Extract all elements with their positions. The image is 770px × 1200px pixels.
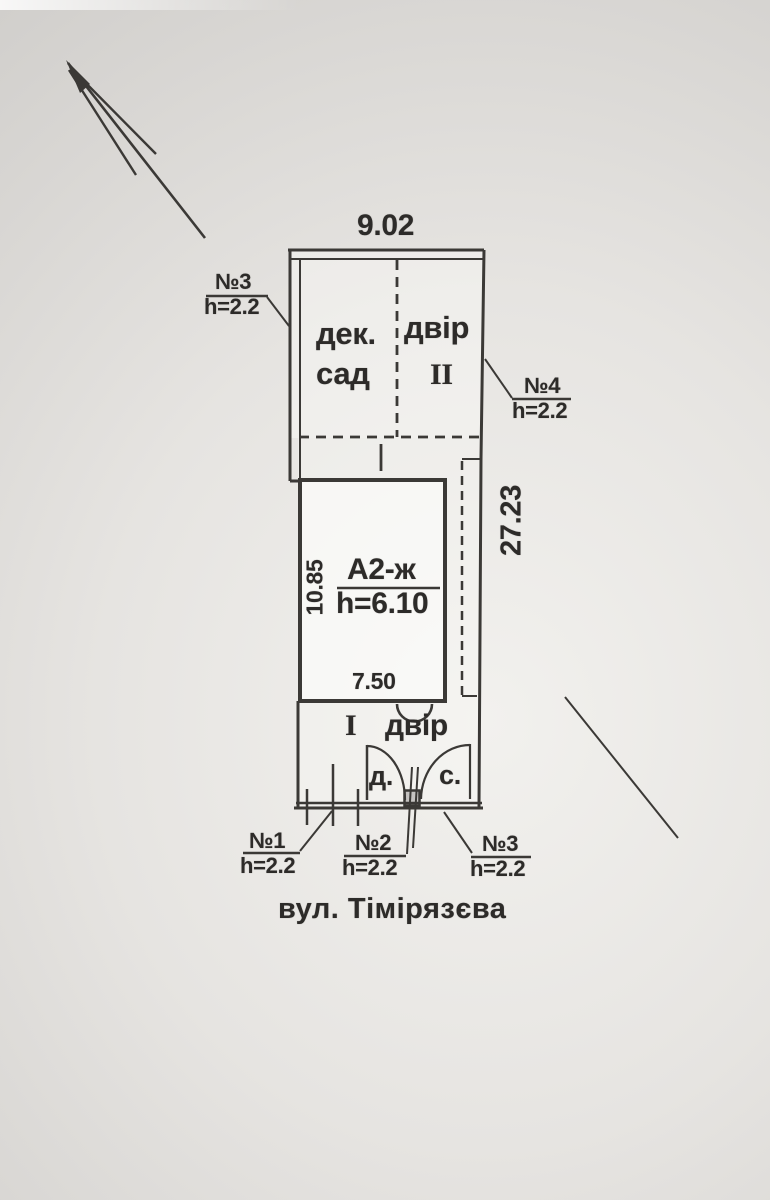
building-outline xyxy=(290,478,447,807)
dim-building-depth: 10.85 xyxy=(301,559,328,616)
fence-label-bottom-left-height: h=2.2 xyxy=(240,853,296,878)
right-corridor xyxy=(460,458,480,697)
fence-label-right-height: h=2.2 xyxy=(512,398,568,423)
garden-label-line1: дек. xyxy=(316,316,376,351)
fence-label-right-id: №4 xyxy=(524,373,561,398)
dim-plot-width: 9.02 xyxy=(357,209,415,242)
fence-label-bottom-center-id: №2 xyxy=(355,830,392,855)
door-right-label: с. xyxy=(439,760,461,790)
building-height: h=6.10 xyxy=(336,587,429,620)
gate-arc-right xyxy=(419,743,471,800)
north-arrow-icon xyxy=(66,60,207,239)
gate-leader-line-b xyxy=(412,766,419,849)
dim-building-width: 7.50 xyxy=(352,668,396,694)
dim-plot-depth: 27.23 xyxy=(495,484,528,557)
lower-yard-label: двір xyxy=(385,709,448,742)
street-border xyxy=(294,764,483,826)
fence-label-top-left-height: h=2.2 xyxy=(204,294,260,319)
lower-yard-numeral: I xyxy=(345,709,357,742)
gate-and-door-symbols xyxy=(365,703,472,855)
plot-area-fills xyxy=(290,250,483,808)
fence-label-bottom-right-id: №3 xyxy=(482,831,519,856)
garden-label-line2: сад xyxy=(316,356,370,391)
fence-label-bottom-center-height: h=2.2 xyxy=(342,855,398,880)
fence-label-bottom-right-height: h=2.2 xyxy=(470,856,526,881)
upper-yard-label: двір xyxy=(404,310,470,345)
street-name: вул. Тімірязєва xyxy=(278,893,507,925)
gate-leader-line-a xyxy=(406,766,413,855)
upper-yard-numeral: II xyxy=(430,358,453,391)
door-left-label: д. xyxy=(369,761,394,791)
building-litera: А2-ж xyxy=(347,553,416,586)
building-door-arc xyxy=(395,703,434,723)
fence-label-top-left-id: №3 xyxy=(215,269,252,294)
fence-label-bottom-left-id: №1 xyxy=(249,828,286,853)
upper-section-outline xyxy=(288,248,486,808)
garden-label: дек. сад xyxy=(316,314,376,394)
diagonal-mark xyxy=(564,696,679,839)
label-leaders xyxy=(206,294,571,859)
